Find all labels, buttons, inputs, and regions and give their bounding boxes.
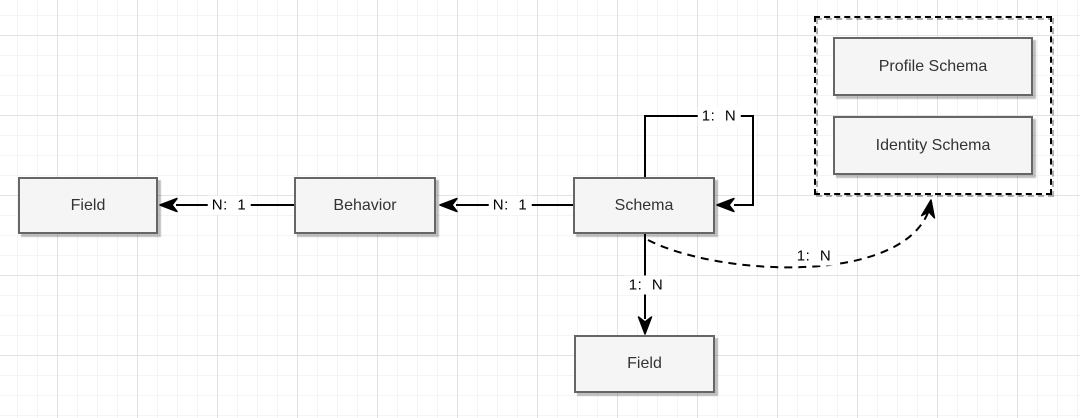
edge-schema-self-loop-arrowhead [716,197,735,213]
edge-label-behavior-field: N: 1 [207,195,251,215]
edge-label-schema-behavior: N: 1 [488,195,532,215]
edge-schema-to-behavior-arrowhead [439,197,458,213]
edge-schema-to-field-bottom-arrowhead [637,316,653,335]
edge-label-schema-group: 1: N [792,246,836,266]
node-profile-schema: Profile Schema [833,37,1033,96]
edge-behavior-to-field-left-arrowhead [159,197,178,213]
edge-label-schema-field-bottom: 1: N [624,275,668,295]
schema-group-container [814,16,1052,195]
edge-schema-to-schema-group-arrowhead [920,199,936,219]
edge-schema-self-loop [644,115,754,206]
node-schema: Schema [573,177,715,234]
node-identity-schema: Identity Schema [833,116,1033,175]
edge-schema-to-schema-group [647,209,930,269]
node-behavior: Behavior [294,177,436,234]
node-field-left: Field [18,177,158,234]
edge-label-schema-self-loop: 1: N [697,106,741,126]
node-field-bottom: Field [574,335,715,393]
